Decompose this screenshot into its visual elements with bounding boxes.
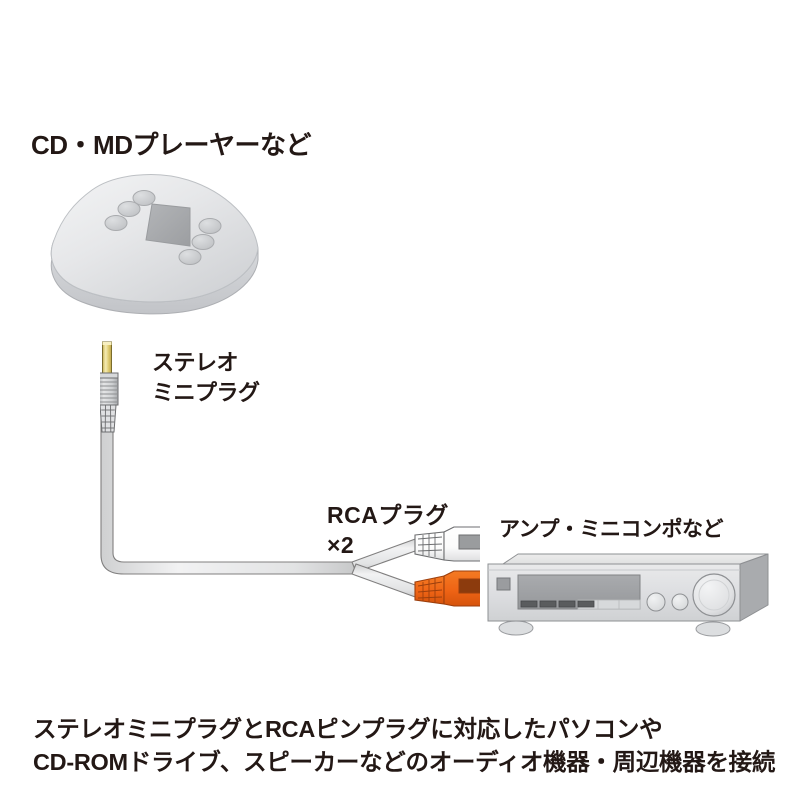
caption-line-2: CD-ROMドライブ、スピーカーなどのオーディオ機器・周辺機器を接続 <box>33 749 776 776</box>
amp-button-1 <box>520 600 538 608</box>
cable-branch-lower <box>351 563 419 599</box>
amp-side-panel <box>739 553 769 622</box>
rca-plug-label-line2: ×2 <box>327 532 355 559</box>
amp-foot-left <box>498 620 534 636</box>
stereo-mini-plug <box>100 341 119 433</box>
amp-foot-right <box>695 621 731 637</box>
caption-line-1: ステレオミニプラグとRCAピンプラグに対応したパソコンや <box>33 716 663 742</box>
rca-plug-white <box>414 526 480 562</box>
mini-plug-strain-ribs <box>101 404 115 433</box>
rca-plug-red <box>414 570 480 607</box>
amp-volume-knob-inner <box>698 579 730 611</box>
audio-cable-illustration <box>100 340 480 640</box>
mini-plug-tip <box>102 341 112 375</box>
rca-white-band <box>458 534 480 550</box>
source-device-label: CD・MDプレーヤーなど <box>31 130 312 160</box>
amp-button-2 <box>539 600 557 608</box>
amp-button-4 <box>577 600 595 608</box>
amp-small-knob-1 <box>646 592 666 612</box>
rca-red-band <box>458 578 480 594</box>
mini-plug-label: ステレオ ミニプラグ <box>152 348 260 407</box>
amplifier-illustration <box>478 550 778 645</box>
cable-main-jacket <box>100 379 359 575</box>
player-button-5 <box>191 234 215 250</box>
mini-plug-ribs <box>100 381 118 403</box>
amp-small-knob-2 <box>671 593 689 611</box>
caption-block: ステレオミニプラグとRCAピンプラグに対応したパソコンや CD-ROMドライブ、… <box>33 713 775 780</box>
amplifier-label: アンプ・ミニコンポなど <box>499 518 724 541</box>
rca-white-strain-ribs <box>417 533 443 557</box>
mini-plug-label-line2: ミニプラグ <box>152 379 260 405</box>
mini-plug-collar <box>100 372 119 379</box>
rca-plug-label-line1: RCAプラグ <box>327 502 449 528</box>
amp-power-indicator <box>496 577 511 591</box>
player-button-2 <box>117 201 141 217</box>
rca-plug-label: RCAプラグ ×2 <box>327 500 449 561</box>
player-button-1 <box>132 190 156 206</box>
amp-button-3 <box>558 600 576 608</box>
mini-plug-label-line1: ステレオ <box>152 350 239 375</box>
player-button-3 <box>104 215 128 231</box>
player-button-4 <box>198 218 222 234</box>
cd-md-player-illustration <box>40 168 280 318</box>
player-button-6 <box>178 249 202 265</box>
player-display <box>145 203 191 247</box>
rca-red-strain-ribs <box>417 578 443 603</box>
